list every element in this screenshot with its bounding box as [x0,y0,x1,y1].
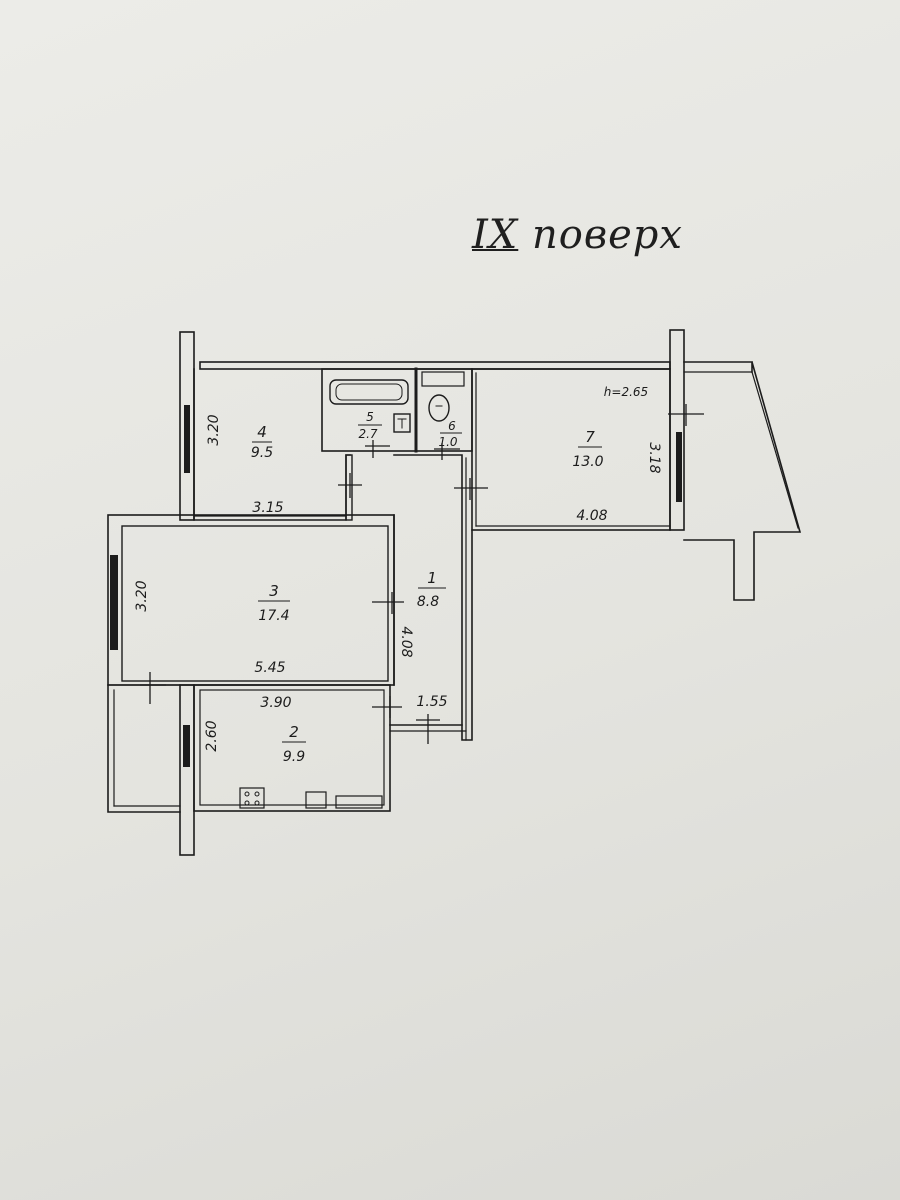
svg-text:2.7: 2.7 [358,427,377,441]
dim-room4-width: 3.15 [252,500,283,516]
dim-room2-height: 2.60 [204,720,220,751]
room-4-label: 4 9.5 [251,423,273,461]
windows [110,405,682,767]
dim-room7-height: 3.18 [646,442,662,473]
ceiling-height: h=2.65 [604,385,648,399]
room-3-walls [107,514,395,686]
room-5-label: 5 2.7 [358,410,382,441]
room-4-walls [193,368,353,521]
dim-room3-height: 3.20 [134,580,150,611]
svg-text:17.4: 17.4 [258,608,289,624]
svg-text:7: 7 [585,428,595,446]
balcony-left [107,684,181,813]
svg-text:2: 2 [289,723,299,741]
svg-text:13.0: 13.0 [572,454,603,470]
svg-text:9.9: 9.9 [283,749,305,765]
stove-fixture [239,787,265,809]
kitchen-sink-fixture [305,791,383,809]
dim-room2-width: 3.90 [260,695,291,711]
svg-text:5: 5 [366,410,374,424]
room-3-label: 3 17.4 [258,582,290,624]
svg-text:1.0: 1.0 [438,435,457,449]
room-1-label: 1 8.8 [417,569,446,610]
svg-text:6: 6 [448,419,456,433]
room-2-label: 2 9.9 [282,723,306,765]
svg-text:3: 3 [269,582,279,600]
hall-walls [393,454,473,741]
balcony-right [683,361,802,601]
svg-text:8.8: 8.8 [417,594,439,610]
dim-room7-width: 4.08 [576,508,607,524]
room-7-label: 7 13.0 [572,428,603,470]
wall-top [199,361,671,370]
dim-hall-width: 1.55 [416,694,447,710]
dim-room3-width: 5.45 [254,660,285,676]
room-2-walls [193,684,467,812]
toilet-fixture [421,371,465,422]
dim-room4-height: 3.20 [206,414,222,445]
sink-fixture [393,413,411,433]
floor-number: IX [472,212,519,258]
floor-word: поверх [532,212,683,258]
room-7-walls [471,368,671,531]
door-markers [140,404,704,744]
room-6-label: 6 1.0 [438,419,462,449]
floor-title: IX поверх [472,212,683,258]
dim-hall-length: 4.08 [398,626,414,657]
svg-text:4: 4 [257,423,267,441]
svg-text:1: 1 [427,569,437,587]
svg-text:9.5: 9.5 [251,445,273,461]
